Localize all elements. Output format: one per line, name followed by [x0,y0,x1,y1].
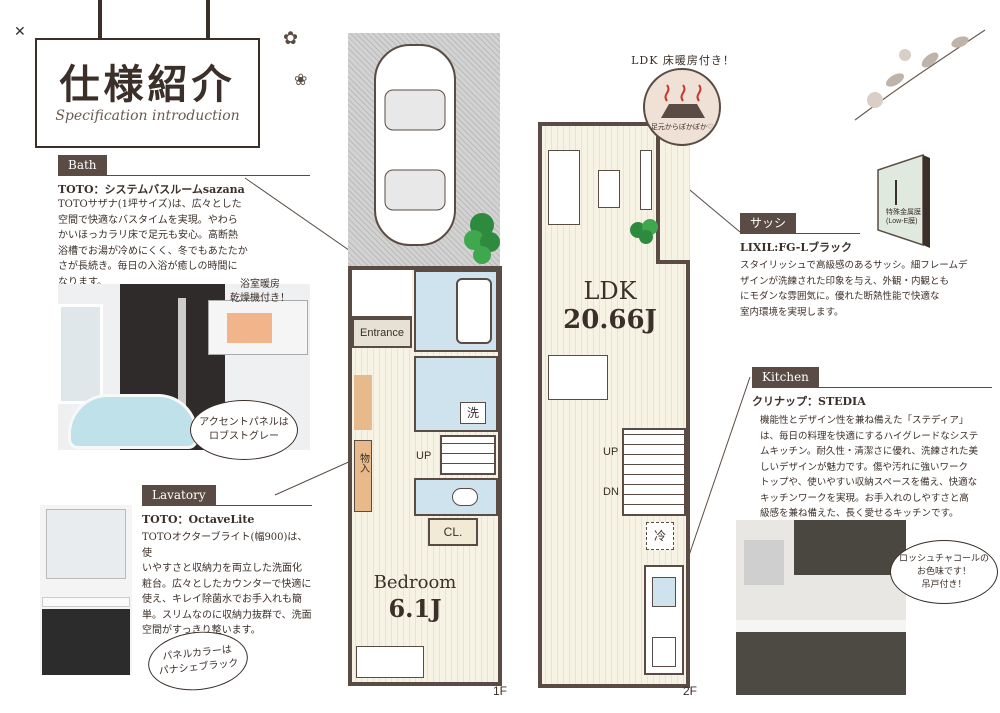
sparkle-icon: ✕ [14,24,26,40]
wall [686,260,690,688]
range-hood [744,540,784,585]
storage-label: 物入 [357,453,369,473]
stove-plan [652,637,676,667]
wall [538,684,690,688]
toilet-room [414,478,498,516]
dining-table-plan [548,355,608,400]
stairs-1f [440,435,496,475]
wall-cabinet [794,520,906,575]
desk-plan [356,646,424,678]
hanger-right [206,0,210,42]
wall [538,122,660,126]
floor-label-1f: 1F [493,684,508,698]
kitchen-color-callout: ロッシュチャコールのお色味です！吊戸付き！ [890,540,998,604]
flower-icon: ✿ [283,28,299,49]
closet-label: CL. [443,525,463,539]
lavatory-cabinet [42,609,130,675]
kitchen-description: 機能性とデザイン性を兼ね備えた「ステディア」は、毎日の料理を快適にするハイグレー… [760,415,979,519]
bathtub [68,394,198,449]
wall [348,266,502,270]
sash-tab: サッシ [740,213,797,233]
bedroom-label: Bedroom [373,572,457,593]
shower-bar [178,298,186,408]
floor-heating-sub: 足元からぽかぽか♡ [650,123,714,131]
flower-icon: ❀ [294,70,308,89]
bath-tab: Bath [58,155,107,175]
fridge-space: 冷 [646,522,674,550]
bathroom-1f [414,270,498,352]
ldk-size: 20.66J [563,305,657,335]
lavatory-tab: Lavatory [142,485,216,505]
wall [348,266,352,686]
bath-panel-callout: アクセントパネルはロブストグレー [190,400,298,460]
wall [498,266,502,686]
worktop [736,620,906,632]
lavatory-divider [142,505,312,506]
kitchen-divider [752,387,992,388]
bathtub-plan [456,278,492,344]
bath-dryer-photo [208,300,308,355]
lavatory-heading: TOTO：OctaveLite [142,513,255,526]
kitchen-photo [736,520,906,695]
sash-description: スタイリッシュで高級感のあるサッシ。細フレームデザインが洗練された印象を与え、外… [740,260,968,318]
floor-label-2f: 2F [683,684,698,698]
title-card: 仕様紹介 Specification introduction [35,38,260,148]
bath-divider [58,175,310,176]
glass-label: 特殊金属膜(Low-E膜) [886,209,921,225]
floor-heating-icon [661,84,705,118]
washroom: 洗 [414,356,498,432]
stairs-2f [622,428,686,516]
entrance-room: Entrance [352,318,412,348]
tv-board-plan [640,150,652,210]
closet: CL. [428,518,478,546]
washer-label: 洗 [460,402,486,424]
page-title: 仕様紹介 [59,61,236,108]
hanger-left [98,0,102,42]
sink-plan [652,577,676,607]
toilet-plan [452,488,478,506]
stairs-down-label-2f: DN [603,486,619,498]
table-plan [598,170,620,208]
kitchen-heading: クリナップ：STEDIA [752,395,866,408]
storage-closet: 物入 [354,440,372,512]
plant-icon [464,213,500,264]
floor-heating-title: LDK 床暖房付き！ [631,54,735,67]
sash-sample-icon [877,153,930,248]
ldk-label: LDK [583,277,637,305]
kitchen-counter-plan [644,565,684,675]
wall [538,122,542,688]
plant-icon [630,219,658,244]
bedroom-size: 6.1J [388,594,442,623]
sash-heading: LIXIL:FG-Lブラック [740,241,853,254]
storage-shelf [354,375,372,430]
bath-heading: TOTO：システムバスルームsazana [58,183,245,196]
lavatory-counter [42,597,130,607]
bath-dryer-callout: 浴室暖房乾燥機付き！ [230,279,290,304]
sash-divider [740,233,860,234]
bath-window [58,304,103,404]
entrance-door-area [352,270,412,318]
stairs-up-label-1f: UP [416,450,432,462]
wall [656,122,660,262]
base-cabinet [736,632,906,695]
stairs-up-label-2f: UP [603,446,619,458]
dryer-vent [227,313,272,343]
page-subtitle: Specification introduction [55,108,240,124]
kitchen-tab: Kitchen [752,367,819,387]
lavatory-description: TOTOオクターブライト(幅900)は、使いやすさと収納力を両立した洗面化粧台。… [142,532,312,636]
wall [348,682,502,686]
lavatory-photo [40,505,132,675]
floral-decoration-icon [854,29,986,121]
wall [656,260,690,264]
car-icon [374,44,456,246]
bath-description: TOTOサザナ(1坪サイズ)は、広々とした空間で快適なバスタイムを実現。やわらか… [58,199,248,288]
floor-heating-badge: 足元からぽかぽか♡ [643,68,721,146]
entrance-label: Entrance [359,327,405,339]
mirror-cabinet [46,509,126,579]
sofa-plan [548,150,580,225]
